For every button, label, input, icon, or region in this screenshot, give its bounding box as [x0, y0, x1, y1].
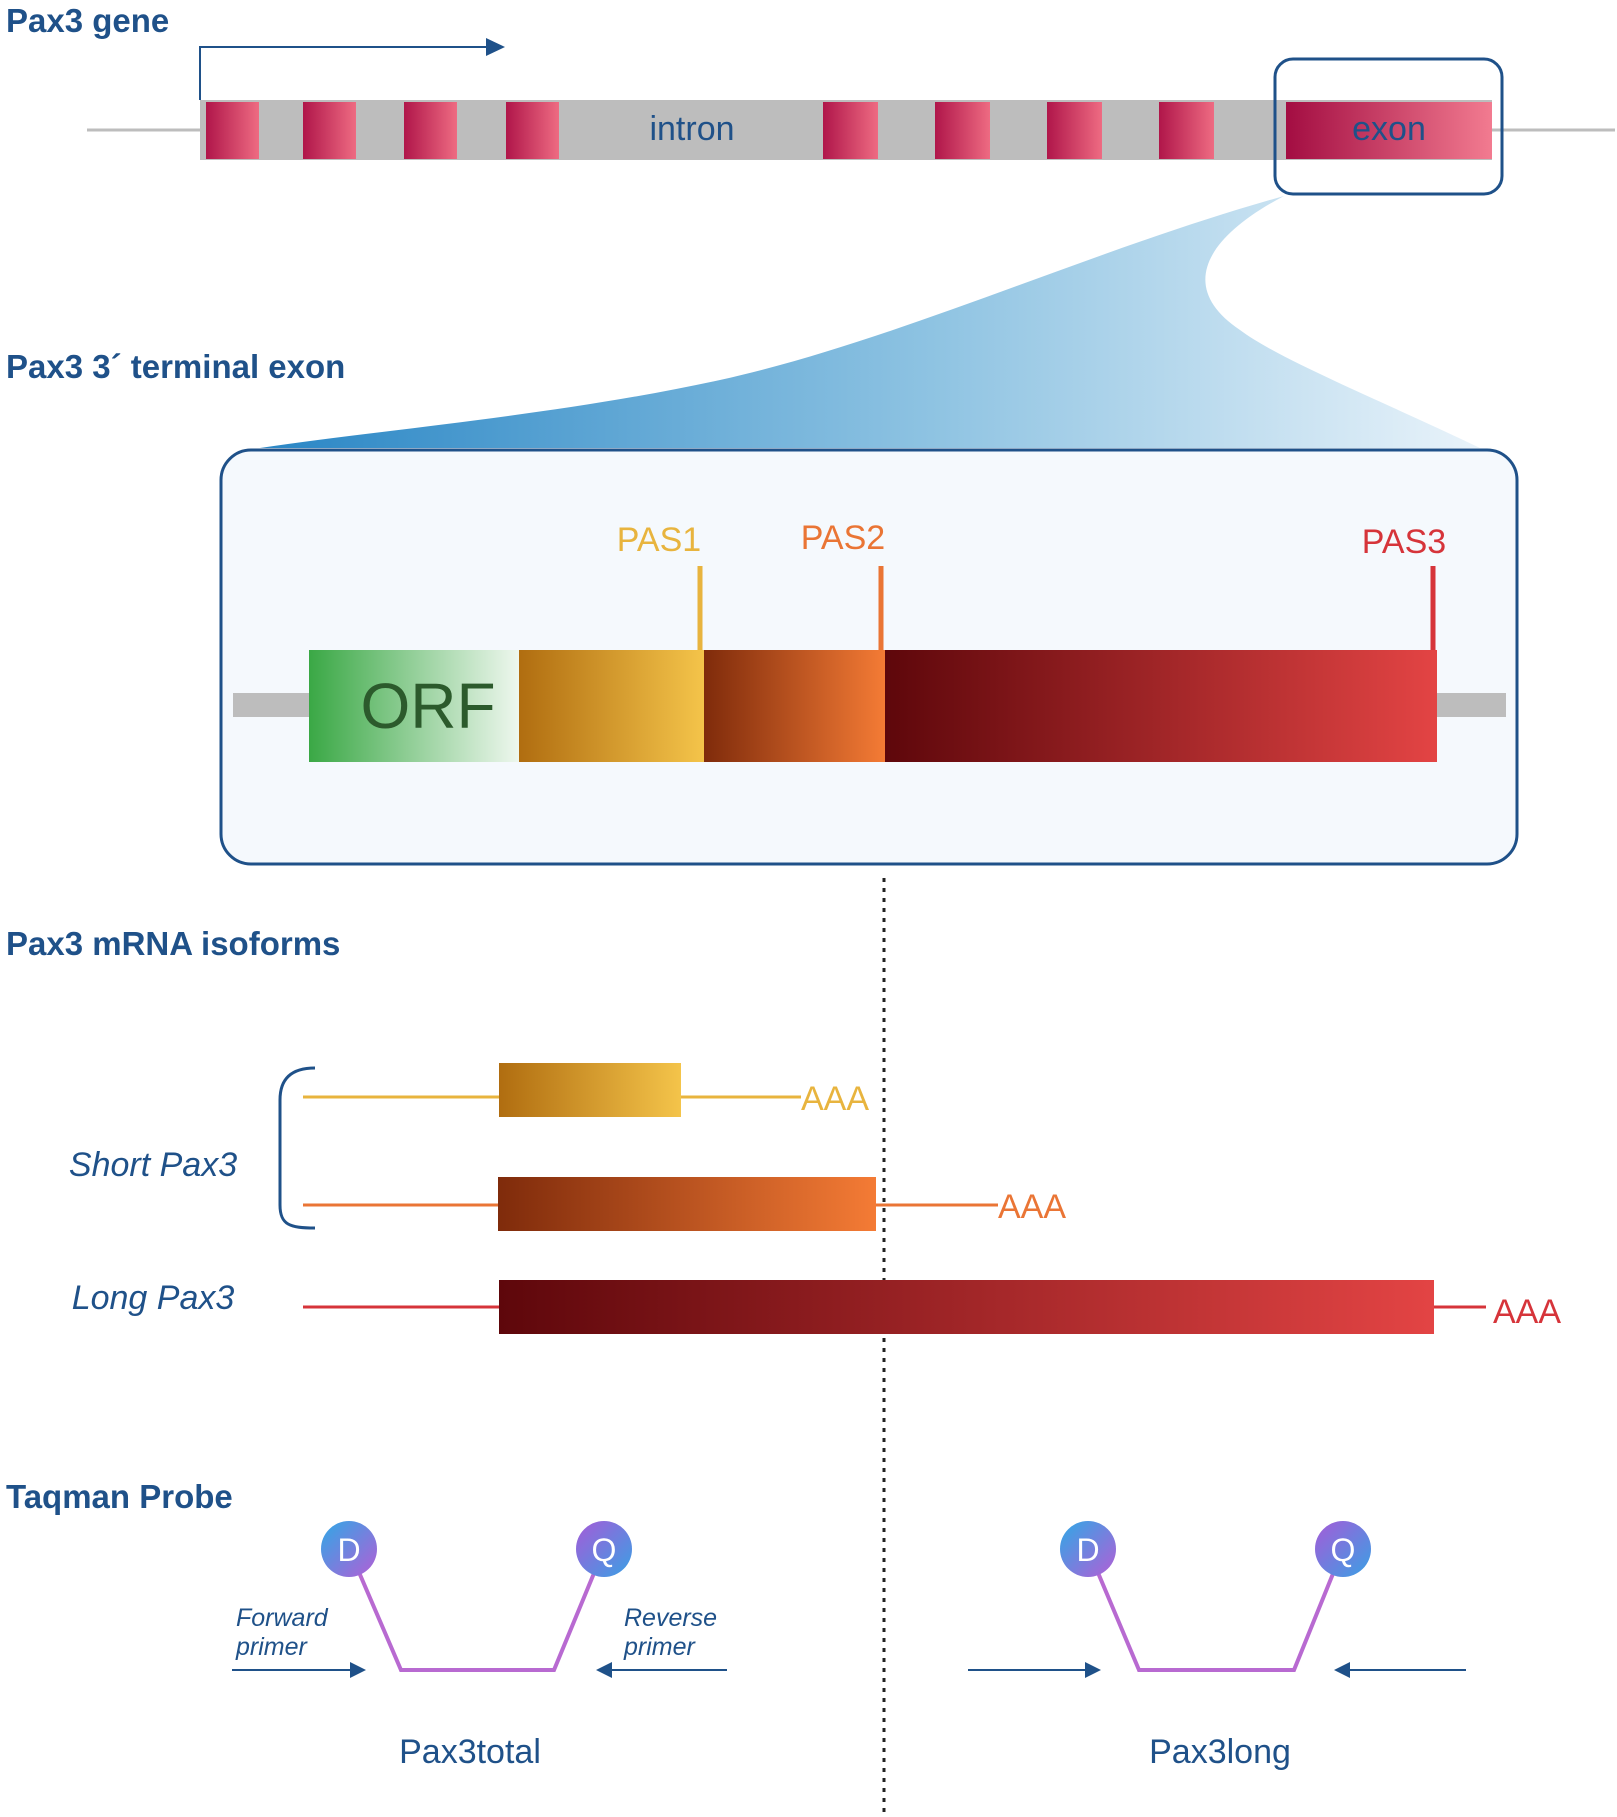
- short-isoforms-bracket: [278, 1066, 316, 1230]
- exon-4: [506, 102, 559, 159]
- long-isoform-label: Long Pax3: [72, 1279, 235, 1317]
- forward-primer-label-line2: primer: [235, 1633, 309, 1661]
- pas1-utr-segment: [519, 650, 704, 762]
- forward-primer-arrow-total-icon: [350, 1662, 366, 1678]
- isoform-pas1-utr: [499, 1063, 681, 1117]
- exon-8: [1159, 102, 1214, 159]
- pas3-utr-segment: [885, 650, 1437, 762]
- section-title-gene: Pax3 gene: [6, 2, 169, 39]
- isoform-pas1-polya: AAA: [801, 1080, 869, 1118]
- pas2-utr-segment: [704, 650, 885, 762]
- reverse-primer-label-line1: Reverse: [624, 1604, 717, 1632]
- forward-primer-arrow-long-icon: [1085, 1662, 1101, 1678]
- isoform-pas2-utr: [498, 1177, 876, 1231]
- reverse-primer-label-line2: primer: [623, 1633, 697, 1661]
- exon-label: exon: [1352, 110, 1426, 148]
- isoform-pas3-polya: AAA: [1493, 1293, 1561, 1331]
- exon-2: [303, 102, 356, 159]
- terminal-exon: [1286, 102, 1492, 159]
- exon-3: [404, 102, 457, 159]
- reverse-primer-arrow-total-icon: [596, 1662, 612, 1678]
- isoform-pas2-polya: AAA: [998, 1188, 1066, 1226]
- pas2-label: PAS2: [801, 519, 885, 557]
- exon-5: [823, 102, 878, 159]
- probe-total-donor: [321, 1521, 377, 1577]
- probe-long-quencher: [1315, 1521, 1371, 1577]
- probe-long-donor: [1060, 1521, 1116, 1577]
- probe-total-strand: [347, 1548, 606, 1672]
- zoom-wedge: [260, 196, 1480, 448]
- intron-label: intron: [649, 110, 734, 148]
- section-title-probe: Taqman Probe: [6, 1478, 233, 1515]
- probe-long-strand: [1086, 1548, 1345, 1672]
- exon-flank-right: [1437, 693, 1506, 717]
- exon-6: [935, 102, 990, 159]
- pas3-label: PAS3: [1362, 523, 1446, 561]
- assay-total-label: Pax3total: [399, 1733, 541, 1771]
- forward-primer-label-line1: Forward: [236, 1604, 329, 1632]
- transcription-arrow-icon: [486, 38, 505, 56]
- section-title-terminal-exon: Pax3 3´ terminal exon: [6, 348, 345, 385]
- short-isoform-label: Short Pax3: [69, 1146, 237, 1184]
- terminal-exon-highlight-box: [1273, 57, 1504, 196]
- assay-long-label: Pax3long: [1149, 1733, 1291, 1771]
- orf-segment: [309, 650, 519, 762]
- probe-total-quencher-label: Q: [592, 1532, 617, 1568]
- transcription-start-line: [199, 46, 490, 100]
- section-title-isoforms: Pax3 mRNA isoforms: [6, 925, 340, 962]
- orf-label: ORF: [360, 670, 495, 742]
- exon-1: [206, 102, 259, 159]
- isoform-pas3-utr: [499, 1280, 1434, 1334]
- pas1-label: PAS1: [617, 521, 701, 559]
- probe-long-donor-label: D: [1076, 1532, 1099, 1568]
- probe-total-donor-label: D: [337, 1532, 360, 1568]
- reverse-primer-arrow-long-icon: [1334, 1662, 1350, 1678]
- probe-long-quencher-label: Q: [1331, 1532, 1356, 1568]
- exon-flank-left: [233, 693, 309, 717]
- exon-7: [1047, 102, 1102, 159]
- probe-total-quencher: [576, 1521, 632, 1577]
